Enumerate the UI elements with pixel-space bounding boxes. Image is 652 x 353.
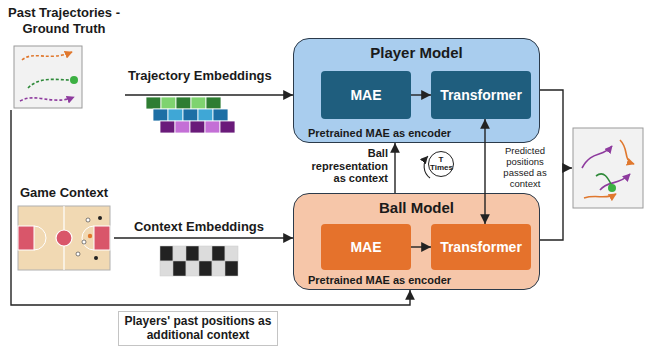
annotation-label: Trajectory Embeddings (128, 68, 268, 83)
panel-heading: Game Context (14, 182, 114, 201)
connector-arrow (411, 246, 431, 247)
annotation-label: Players' past positions as additional co… (118, 311, 278, 346)
output-picture (573, 128, 643, 208)
annotation-label: Context Embeddings (124, 219, 274, 234)
connector-arrow (394, 143, 395, 193)
process-box: Transformer (431, 71, 531, 119)
trajectory-picture (14, 46, 82, 108)
model-subtitle: Pretrained MAE as encoder (308, 274, 451, 286)
box-label: MAE (350, 87, 381, 103)
connector-arrow (411, 94, 431, 95)
process-box: Transformer (431, 224, 531, 270)
model-subtitle: Pretrained MAE as encoder (308, 127, 451, 139)
connector-arrow (125, 94, 293, 95)
picture-panel: Past Trajectories - Ground Truth (3, 2, 125, 110)
model-box: Player ModelPretrained MAE as encoder MAE… (293, 38, 540, 143)
connector-arrow (11, 110, 410, 305)
annotation-label: Ball representation as context (298, 147, 388, 185)
connector-arrow (484, 119, 485, 224)
box-label: Transformer (440, 87, 522, 103)
box-label: MAE (350, 239, 381, 255)
model-title: Player Model (294, 44, 539, 61)
loop-label: T Times (430, 156, 452, 173)
box-label: Transformer (440, 239, 522, 255)
model-box: Ball ModelPretrained MAE as encoder MAE Tr… (293, 193, 540, 290)
annotation-label: Predicted positions passed as context (490, 146, 560, 190)
process-box: MAE (321, 71, 411, 119)
picture-panel: Game Context (14, 182, 114, 276)
court-picture (18, 206, 110, 270)
trajectory-embeddings (146, 97, 235, 133)
context-embeddings (160, 246, 238, 276)
model-title: Ball Model (294, 199, 539, 216)
loop-circle: T Times (428, 151, 454, 177)
process-box: MAE (321, 224, 411, 270)
panel-heading: Past Trajectories - Ground Truth (3, 2, 125, 36)
connector-arrow (114, 237, 293, 238)
